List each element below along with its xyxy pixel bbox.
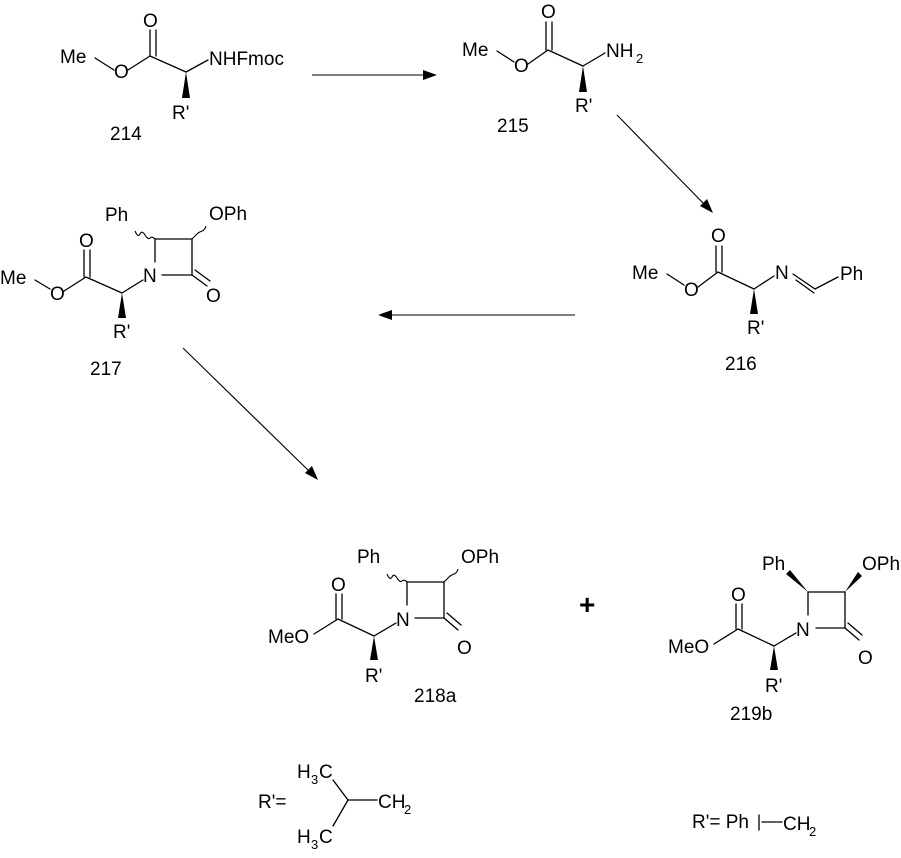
rprime-label: R': [113, 322, 130, 343]
phenyl-label: Ph: [357, 547, 380, 568]
methyl-ester-label: MeO: [668, 637, 709, 658]
phenyl-label: Ph: [105, 205, 128, 226]
compound-218a: MeO O N R' O Ph OPh 218a: [268, 547, 499, 707]
compound-label-219b: 219b: [730, 704, 772, 725]
methyl-ester-label: MeO: [268, 627, 309, 648]
lactam-oxygen: O: [457, 638, 472, 659]
carbonyl-oxygen: O: [731, 585, 746, 606]
methyl-label: Me: [60, 47, 86, 68]
phenyl-label: Ph: [840, 264, 863, 285]
amine-label: NH: [606, 41, 633, 62]
rprime-label: R': [765, 676, 782, 697]
ester-oxygen: O: [50, 284, 65, 305]
methyl-subscript: 3: [311, 772, 318, 787]
carbonyl-oxygen: O: [79, 231, 94, 252]
methyl-label: Me: [632, 263, 658, 284]
arrow-216-to-217: [378, 310, 575, 320]
methylene-label: CH: [378, 792, 405, 813]
rprime-label: R': [172, 103, 189, 124]
methyl-h: H: [297, 827, 311, 848]
methyl-label: Me: [462, 40, 488, 61]
arrow-215-to-216: [616, 114, 713, 213]
phenyl-label: Ph: [762, 554, 785, 575]
compound-217: Me O O N R' O Ph OPh 217: [0, 204, 247, 380]
rprime-label: R': [365, 666, 382, 687]
compound-label-216: 216: [725, 354, 757, 375]
compound-214: Me O O NHFmoc R' 214: [60, 11, 284, 145]
carbonyl-oxygen: O: [711, 226, 726, 247]
arrow-214-to-215: [312, 70, 437, 80]
methylene-subscript: 2: [809, 824, 816, 839]
methyl-subscript: 3: [311, 837, 318, 852]
ester-oxygen: O: [514, 56, 529, 77]
lactam-nitrogen: N: [143, 266, 157, 287]
lactam-oxygen: O: [858, 648, 873, 669]
imine-nitrogen: N: [775, 263, 789, 284]
methyl-c: C: [319, 827, 333, 848]
nhfmoc-label: NHFmoc: [209, 49, 284, 70]
compound-label-217: 217: [90, 359, 122, 380]
rprime-definition: R'=: [258, 792, 286, 813]
substituent-isobutyl: R'= H 3 C H 3 C CH 2: [258, 762, 411, 852]
methyl-h: H: [297, 762, 311, 783]
lactam-nitrogen: N: [396, 610, 410, 631]
compound-215: Me O O NH 2 R' 215: [462, 2, 643, 137]
compound-label-214: 214: [110, 124, 142, 145]
compound-216: Me O O N Ph R' 216: [632, 226, 863, 375]
compound-219b: MeO O N R' O Ph OPh 219b: [668, 554, 900, 725]
ester-oxygen: O: [114, 62, 129, 83]
phenoxy-label: OPh: [209, 204, 247, 225]
phenoxy-label: OPh: [862, 554, 900, 575]
plus-sign: +: [579, 589, 595, 620]
methyl-c: C: [319, 762, 333, 783]
rprime-label: R': [747, 318, 764, 339]
methylene-label: CH: [783, 814, 810, 835]
carbonyl-oxygen: O: [143, 11, 158, 32]
substituent-benzyl: R'= Ph CH 2: [692, 812, 816, 839]
methyl-label: Me: [0, 268, 26, 289]
phenoxy-label: OPh: [461, 547, 499, 568]
methylene-subscript: 2: [404, 802, 411, 817]
lactam-oxygen: O: [206, 286, 221, 307]
lactam-nitrogen: N: [796, 620, 810, 641]
carbonyl-oxygen: O: [541, 2, 556, 23]
amine-subscript: 2: [636, 51, 643, 66]
compound-label-218a: 218a: [414, 686, 457, 707]
rprime-definition-benzyl: R'= Ph: [692, 812, 749, 833]
rprime-label: R': [575, 96, 592, 117]
ester-oxygen: O: [684, 280, 699, 301]
compound-label-215: 215: [497, 116, 529, 137]
arrow-217-to-products: [182, 347, 318, 480]
carbonyl-oxygen: O: [331, 575, 346, 596]
